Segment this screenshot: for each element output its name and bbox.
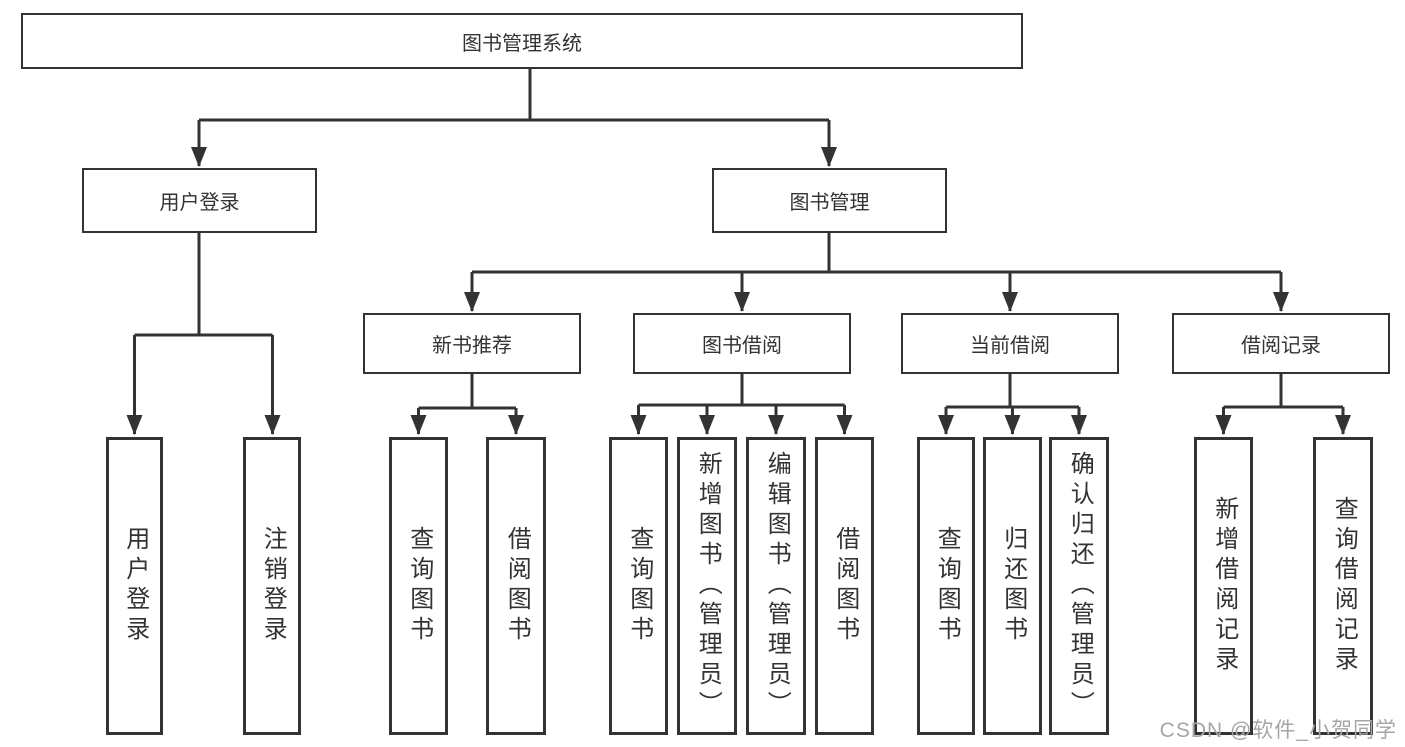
leaf-add-borrow-record: 新增借阅记录 [1194, 437, 1253, 735]
node-label: 图书管理 [789, 192, 870, 214]
leaf-label: 借阅图书 [831, 526, 859, 646]
leaf-label: 注销登录 [259, 526, 287, 646]
node-label: 图书借阅 [702, 335, 782, 357]
leaf-query-books-2: 查询图书 [609, 437, 668, 735]
leaf-label: 查询借阅记录 [1330, 496, 1358, 676]
node-label: 新书推荐 [432, 335, 512, 357]
leaf-return-book: 归还图书 [983, 437, 1042, 735]
leaf-label: 查询图书 [933, 526, 961, 646]
leaf-query-books-3: 查询图书 [917, 437, 975, 735]
leaf-query-borrow-record: 查询借阅记录 [1313, 437, 1373, 735]
leaf-borrow-books-1: 借阅图书 [486, 437, 546, 735]
leaf-edit-book-admin: 编辑图书（管理员） [746, 437, 806, 735]
leaf-label: 查询图书 [405, 526, 433, 646]
leaf-borrow-books-2: 借阅图书 [815, 437, 874, 735]
leaf-label: 确认归还（管理员） [1066, 451, 1094, 721]
leaf-confirm-return-admin: 确认归还（管理员） [1049, 437, 1109, 735]
leaf-label: 查询图书 [625, 526, 653, 646]
leaf-label: 编辑图书（管理员） [763, 451, 791, 721]
node-label: 当前借阅 [970, 335, 1050, 357]
node-label: 用户登录 [159, 192, 240, 214]
csdn-watermark: CSDN @软件_小贺同学 [1159, 719, 1397, 742]
node-new-book-recommendation: 新书推荐 [363, 313, 581, 374]
leaf-label: 新增借阅记录 [1210, 496, 1238, 676]
node-borrowing-records: 借阅记录 [1172, 313, 1390, 374]
leaf-label: 用户登录 [121, 526, 149, 646]
node-user-login-branch: 用户登录 [82, 168, 317, 233]
leaf-label: 归还图书 [999, 526, 1027, 646]
node-library-management-system: 图书管理系统 [21, 13, 1023, 69]
node-book-management-branch: 图书管理 [712, 168, 947, 233]
node-current-borrowing: 当前借阅 [901, 313, 1119, 374]
leaf-label: 借阅图书 [503, 526, 531, 646]
leaf-logout: 注销登录 [243, 437, 301, 735]
leaf-add-book-admin: 新增图书（管理员） [677, 437, 737, 735]
node-label: 图书管理系统 [462, 32, 582, 55]
node-label: 借阅记录 [1241, 335, 1321, 357]
node-book-borrowing: 图书借阅 [633, 313, 851, 374]
leaf-user-login: 用户登录 [106, 437, 163, 735]
leaf-label: 新增图书（管理员） [694, 451, 722, 721]
leaf-query-books-1: 查询图书 [389, 437, 448, 735]
